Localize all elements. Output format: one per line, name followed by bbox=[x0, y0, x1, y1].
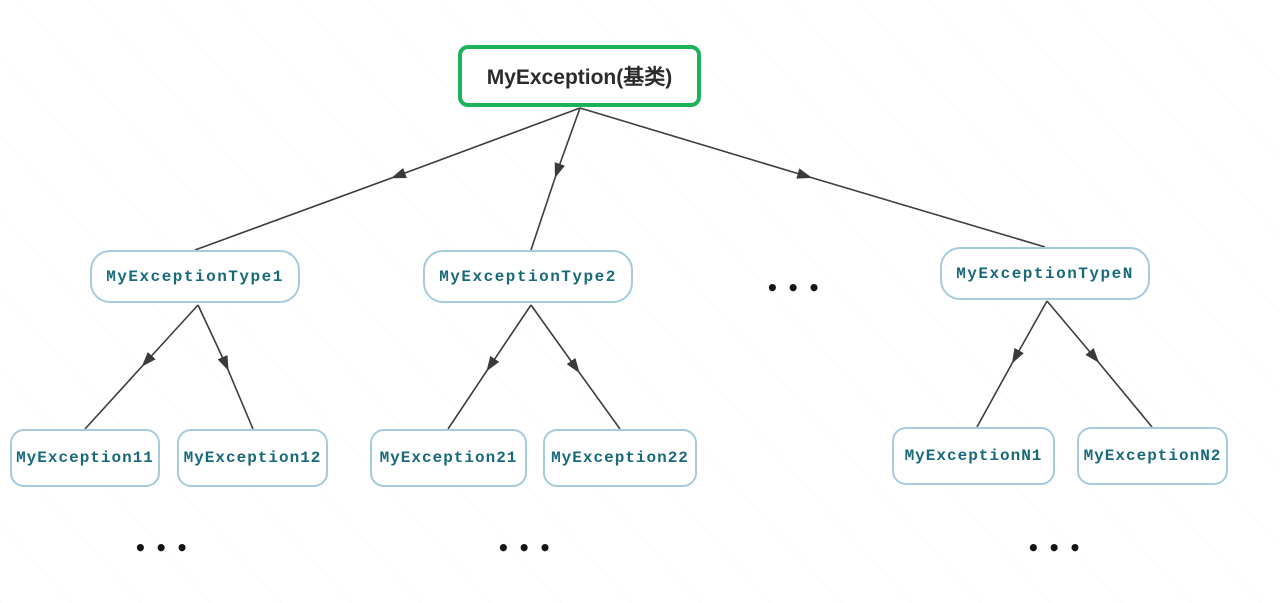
edge-root-to-type2 bbox=[530, 107, 581, 251]
ellipsis-more-types: ••• bbox=[766, 276, 829, 300]
ellipsis-bottom-middle: ••• bbox=[497, 536, 560, 560]
node-leaf11: MyException11 bbox=[10, 429, 160, 487]
edge-typeN-to-leafN2 bbox=[1046, 300, 1153, 428]
ellipsis-bottom-left: ••• bbox=[134, 536, 197, 560]
node-type2: MyExceptionType2 bbox=[423, 250, 633, 303]
edge-root-to-typeN bbox=[579, 107, 1046, 248]
node-type1: MyExceptionType1 bbox=[90, 250, 300, 303]
edge-type2-to-leaf21 bbox=[447, 304, 532, 430]
node-leaf12: MyException12 bbox=[177, 429, 328, 487]
node-typeN: MyExceptionTypeN bbox=[940, 247, 1150, 300]
edge-type1-to-leaf12 bbox=[197, 304, 254, 430]
node-leafN2: MyExceptionN2 bbox=[1077, 427, 1228, 485]
node-leafN1: MyExceptionN1 bbox=[892, 427, 1055, 485]
ellipsis-bottom-right: ••• bbox=[1027, 536, 1090, 560]
node-root-myexception: MyException(基类) bbox=[458, 45, 701, 107]
node-leaf21: MyException21 bbox=[370, 429, 527, 487]
edge-root-to-type1 bbox=[194, 107, 581, 251]
node-leaf22: MyException22 bbox=[543, 429, 697, 487]
edge-typeN-to-leafN1 bbox=[976, 300, 1048, 428]
edge-type2-to-leaf22 bbox=[530, 304, 621, 430]
edge-type1-to-leaf11 bbox=[84, 304, 199, 430]
